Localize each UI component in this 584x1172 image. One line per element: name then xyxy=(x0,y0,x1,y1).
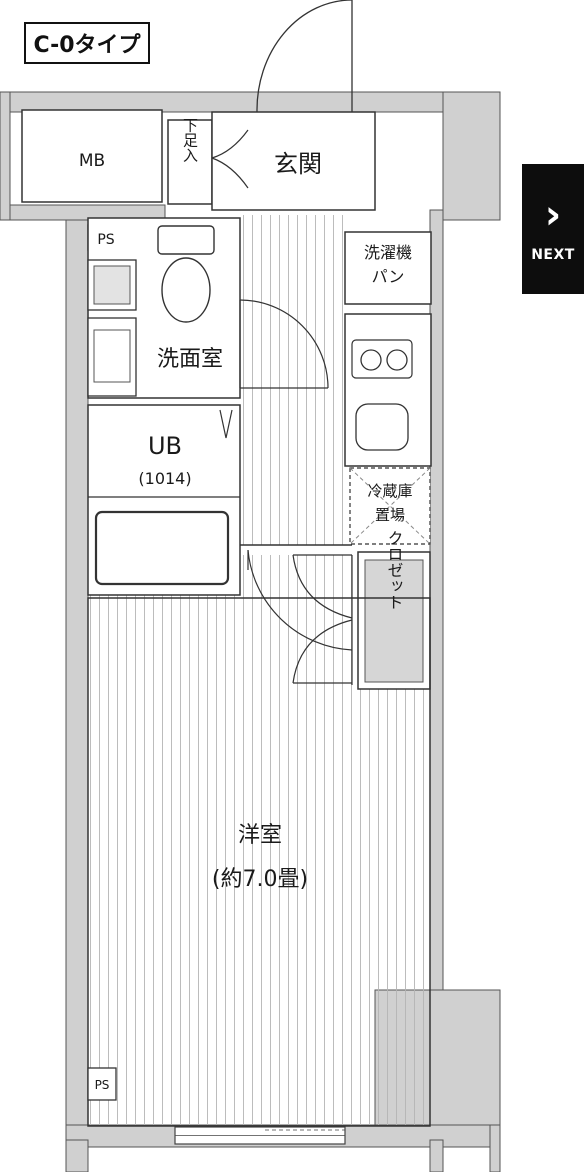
shoe-box-doors xyxy=(211,129,249,189)
ub-label: UB xyxy=(148,432,182,460)
ps-top-label: PS xyxy=(97,232,114,248)
western-room-size-label: (約7.0畳) xyxy=(212,867,308,892)
entrance-door xyxy=(256,0,353,113)
toilet-icon xyxy=(157,225,215,323)
plan-type-label: C-0タイプ xyxy=(24,22,150,64)
laundry-pan-label-2: パン xyxy=(372,267,405,286)
sink-icon xyxy=(355,403,409,451)
entrance-room xyxy=(211,111,376,211)
room-door xyxy=(247,549,353,651)
window xyxy=(174,1126,346,1145)
western-room xyxy=(87,597,431,1127)
western-room-label: 洋室 xyxy=(238,823,282,848)
bathtub-icon xyxy=(94,510,230,586)
laundry-pan xyxy=(344,231,432,305)
chevron-right-icon: › xyxy=(544,192,562,238)
washroom-label: 洗面室 xyxy=(157,347,223,372)
ps-bottom-label: PS xyxy=(95,1078,110,1092)
fridge-label-1: 冷蔵庫 xyxy=(367,482,412,500)
fridge-label-2: 置場 xyxy=(375,506,405,524)
closet-doors xyxy=(292,554,353,685)
washroom-door xyxy=(239,299,329,389)
laundry-pan-label-1: 洗濯機 xyxy=(364,243,412,262)
next-button[interactable]: › NEXT xyxy=(522,164,584,294)
mb-room xyxy=(21,109,163,203)
entrance-label: 玄関 xyxy=(274,150,322,178)
next-label: NEXT xyxy=(531,247,575,263)
mb-label: MB xyxy=(79,151,105,171)
closet-label: クロゼット xyxy=(385,530,404,610)
stove-burner-left-icon xyxy=(360,349,382,371)
walls xyxy=(0,91,501,1172)
stove-burner-right-icon xyxy=(386,349,408,371)
ub-size-label: (1014) xyxy=(138,469,191,488)
shoe-box-label: 下足入 xyxy=(181,118,199,163)
